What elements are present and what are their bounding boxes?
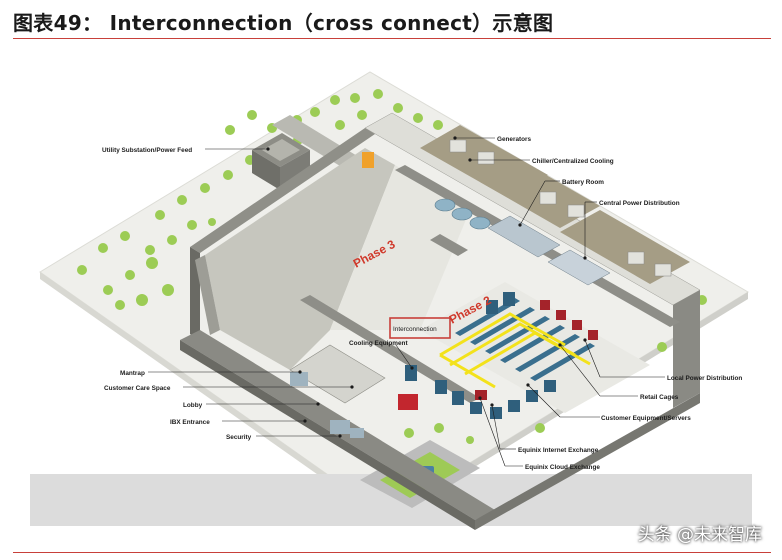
utility-substation xyxy=(252,133,310,190)
leader-lines xyxy=(148,136,665,467)
bottom-divider xyxy=(13,552,771,553)
lobby-area xyxy=(289,344,386,438)
label-battery-room: Battery Room xyxy=(562,179,604,186)
label-lobby: Lobby xyxy=(183,402,203,409)
watermark: 头条 @未来智库 xyxy=(637,525,762,545)
yellow-cages xyxy=(439,312,591,389)
label-central-power-distribution: Central Power Distribution xyxy=(599,200,680,207)
phase2-data-hall xyxy=(398,282,650,419)
datacenter-isometric-diagram: Utility Substation/Power Feed Generators… xyxy=(30,71,752,530)
label-utility-substation: Utility Substation/Power Feed xyxy=(102,147,192,154)
label-equinix-cloud-exchange: Equinix Cloud Exchange xyxy=(525,464,600,471)
label-local-power-distribution: Local Power Distribution xyxy=(667,375,742,382)
title-divider xyxy=(13,38,771,39)
label-generators: Generators xyxy=(497,136,532,143)
label-cooling-equipment: Cooling Equipment xyxy=(349,340,408,347)
label-retail-cages: Retail Cages xyxy=(640,394,679,401)
red-racks xyxy=(475,300,598,400)
label-chiller: Chiller/Centralized Cooling xyxy=(532,158,614,165)
chiller-tanks xyxy=(434,198,491,230)
label-customer-equipment-servers: Customer Equipment/Servers xyxy=(601,415,691,422)
generator-yard xyxy=(420,125,690,284)
label-ibx-entrance: IBX Entrance xyxy=(170,419,210,426)
interconnection-highlight-box xyxy=(389,317,451,339)
label-security: Security xyxy=(226,434,252,441)
red-entrance-wall xyxy=(398,394,418,410)
label-customer-care-space: Customer Care Space xyxy=(104,385,171,392)
label-mantrap: Mantrap xyxy=(120,370,145,377)
label-interconnection: Interconnection xyxy=(393,326,437,333)
access-road xyxy=(272,115,372,175)
blue-racks xyxy=(405,292,556,419)
battery-room xyxy=(487,215,611,286)
feed-door xyxy=(362,152,374,168)
label-equinix-internet-exchange: Equinix Internet Exchange xyxy=(518,447,599,454)
figure-title: 图表49： Interconnection（cross connect）示意图 xyxy=(13,11,554,35)
